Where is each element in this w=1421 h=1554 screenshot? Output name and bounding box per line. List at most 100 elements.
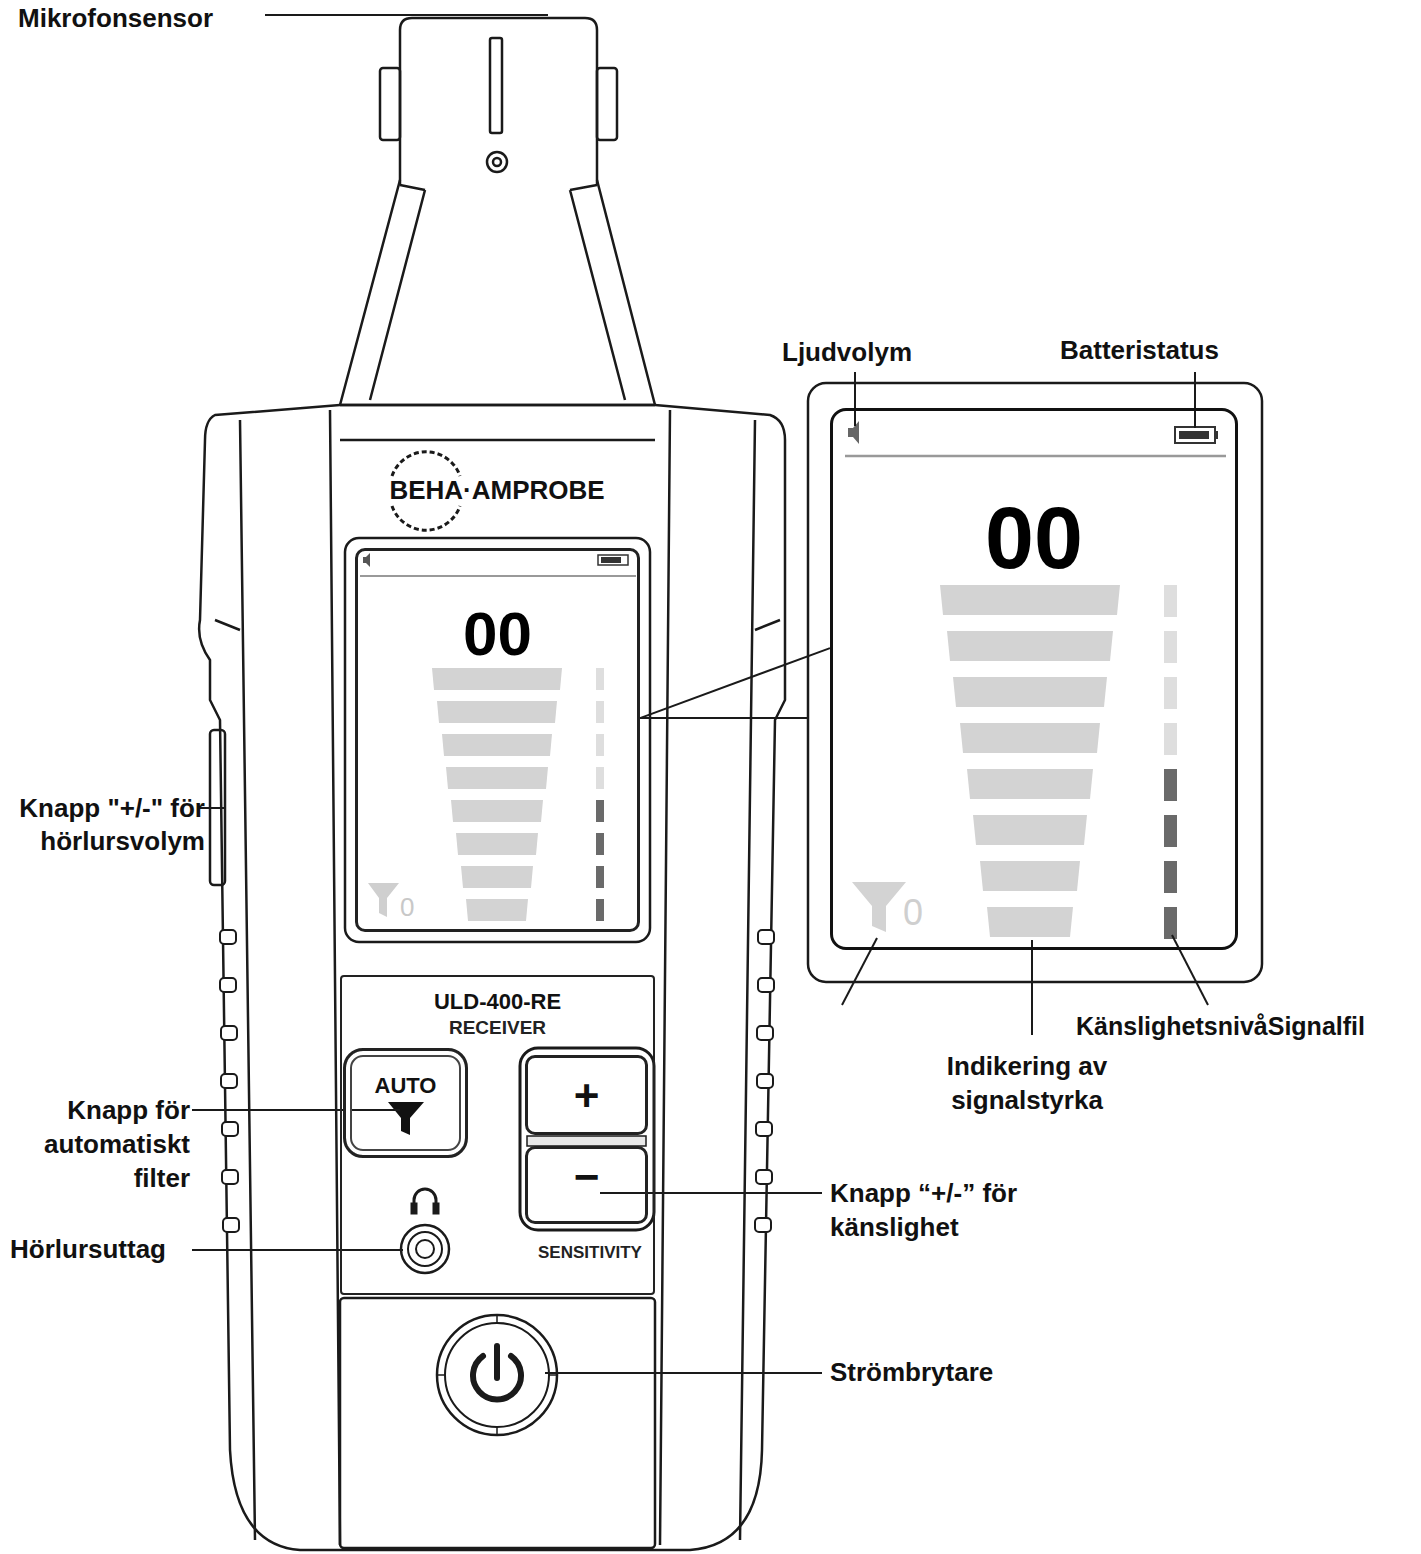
signal-bar <box>437 701 557 723</box>
sensitivity-segment <box>1164 631 1177 663</box>
battery-icon <box>1175 427 1215 443</box>
battery-fill <box>1179 431 1209 439</box>
sensor-tab <box>380 68 400 140</box>
sensitivity-segment <box>1164 585 1177 617</box>
signal-bar <box>987 907 1073 937</box>
device-outline <box>199 18 785 1550</box>
headphone-icon <box>411 1203 417 1214</box>
grip-ridge <box>223 1218 239 1232</box>
grip-ridge <box>220 978 236 992</box>
signal-bar <box>432 668 562 690</box>
signal-strength-bars <box>432 585 1120 937</box>
grip-ridge <box>757 1074 773 1088</box>
leader-line <box>1172 935 1208 1005</box>
callout-label: Knapp "+/-" för hörlursvolym <box>15 792 205 858</box>
brand-logo: BEHA·AMPROBE <box>367 476 627 505</box>
signal-bar <box>940 585 1120 615</box>
callout-label: Knapp för automatiskt filter <box>5 1094 190 1195</box>
speaker-icon <box>363 553 370 567</box>
filter-value: 0 <box>903 895 943 931</box>
leader-lines <box>192 15 1208 1373</box>
grip-ridge <box>758 930 774 944</box>
device-body <box>199 405 785 1550</box>
signal-value: 00 <box>358 603 637 665</box>
callout-label: Batteristatus <box>1060 336 1260 365</box>
headphone-icon <box>433 1203 439 1214</box>
signal-bar <box>456 833 538 855</box>
sensitivity-segment <box>1164 723 1177 755</box>
signal-bar <box>973 815 1087 845</box>
leader-line <box>1031 940 1033 1035</box>
sensitivity-segment <box>596 800 604 822</box>
power-ring <box>437 1315 557 1435</box>
signal-bar <box>442 734 552 756</box>
grip-ridge <box>756 1170 772 1184</box>
callout-label: Strömbrytare <box>830 1358 1050 1387</box>
sensitivity-segment <box>1164 815 1177 847</box>
sensor-hole <box>487 152 507 172</box>
sensor-tip <box>400 18 597 185</box>
gear-arc <box>392 452 460 476</box>
zoom-frame <box>808 383 1262 982</box>
sensitivity-segment <box>1164 677 1177 709</box>
status-divider <box>360 575 636 577</box>
sensitivity-button-frame <box>520 1048 654 1230</box>
callout-label: Knapp “+/-” för känslighet <box>830 1177 1080 1245</box>
bottom-panel <box>340 1298 655 1548</box>
jack-ring <box>401 1225 449 1273</box>
control-panel: ULD-400-RERECEIVERSENSITIVITYAUTO+− <box>340 975 655 1295</box>
signal-bar <box>980 861 1080 891</box>
grip-ridge <box>220 930 236 944</box>
callout-label: Mikrofonsensor <box>18 4 268 33</box>
display-screen: 000 <box>355 548 640 932</box>
filter-icon <box>368 883 399 917</box>
signal-bar <box>466 899 528 921</box>
power-cross <box>437 1315 557 1435</box>
signal-bar <box>960 723 1100 753</box>
zoomed-display: 000 <box>830 408 1238 950</box>
gear-arc <box>392 506 460 530</box>
button-symbol: − <box>528 1155 645 1199</box>
sensitivity-segment <box>1164 907 1177 939</box>
power-symbol <box>494 1346 500 1378</box>
model-name: ULD-400-RE <box>342 991 653 1013</box>
sensitivity-segment <box>596 668 604 690</box>
signal-bar <box>967 769 1093 799</box>
filter-icon <box>852 882 906 932</box>
sensor-hole <box>493 158 501 166</box>
signal-bar <box>446 767 548 789</box>
zoom-callout-line <box>640 648 830 718</box>
callout-label: Hörlursuttag <box>10 1235 210 1264</box>
grip-ridge <box>222 1170 238 1184</box>
filter-value: 0 <box>400 894 430 920</box>
sensitivity-segment <box>596 767 604 789</box>
callout-label: Indikering av signalstyrka <box>917 1050 1137 1118</box>
grip-ridge <box>756 1122 772 1136</box>
sensitivity-segment <box>596 899 604 921</box>
grip-ridge <box>222 1122 238 1136</box>
sensitivity-segment <box>1164 861 1177 893</box>
battery-fill <box>601 557 621 563</box>
power-ring <box>445 1323 549 1427</box>
leader-line <box>1194 372 1196 428</box>
signal-bar <box>953 677 1107 707</box>
plus-button: + <box>525 1055 648 1135</box>
sensor-slit <box>490 38 502 133</box>
grip-ridge <box>758 978 774 992</box>
signal-bar <box>461 866 533 888</box>
leader-line <box>192 1109 400 1111</box>
button-symbol: + <box>528 1074 645 1118</box>
button-divider <box>527 1136 646 1146</box>
sensor-neck <box>340 180 655 405</box>
speaker-icon <box>848 421 859 444</box>
button-caption: SENSITIVITY <box>520 1244 660 1261</box>
leader-line <box>265 14 548 16</box>
leader-line <box>600 1192 822 1194</box>
callout-label: Ljudvolym <box>782 338 952 367</box>
headphone-jack <box>401 1189 449 1273</box>
sensitivity-segment <box>1164 769 1177 801</box>
jack-ring <box>408 1232 442 1266</box>
